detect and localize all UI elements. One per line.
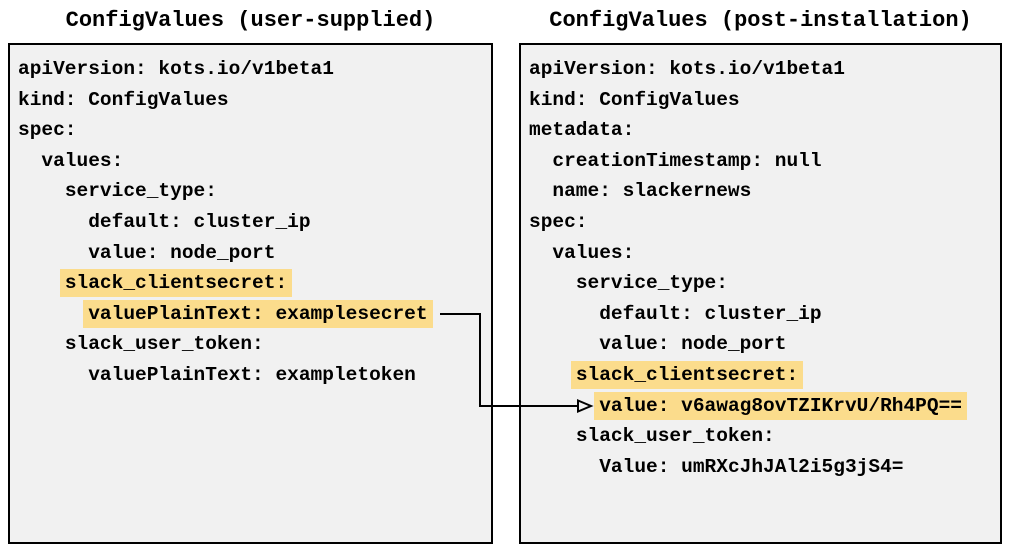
panel-post-installation: ConfigValues (post-installation) apiVers… — [519, 0, 1002, 559]
yaml-line: value: node_port — [599, 333, 787, 356]
yaml-line: spec: — [18, 119, 77, 142]
highlighted-yaml-text: slack_clientsecret: — [59, 269, 293, 298]
yaml-line: apiVersion: kots.io/v1beta1 — [529, 58, 845, 80]
yaml-line: service_type: — [64, 180, 217, 203]
yaml-line: value: v6awag8ovTZIKrvU/Rh4PQ== — [529, 391, 967, 420]
yaml-line: service_type: — [575, 272, 728, 295]
panel-title-post-installation: ConfigValues (post-installation) — [549, 8, 972, 33]
yaml-line: apiVersion: kots.io/v1beta1 — [18, 58, 334, 80]
yaml-line: creationTimestamp: null — [552, 149, 822, 172]
yaml-line: Value: umRXcJhJAl2i5g3jS4= — [599, 455, 904, 478]
yaml-line: slack_user_token: — [575, 425, 775, 448]
yaml-line: slack_clientsecret: — [529, 360, 804, 389]
yaml-line: spec: — [529, 210, 588, 233]
yaml-box-user-supplied: apiVersion: kots.io/v1beta1 kind: Config… — [8, 43, 493, 544]
yaml-line: valuePlainText: exampletoken — [88, 363, 416, 386]
yaml-line: kind: ConfigValues — [18, 88, 229, 111]
yaml-line: slack_user_token: — [64, 333, 264, 356]
highlighted-yaml-text: value: v6awag8ovTZIKrvU/Rh4PQ== — [594, 391, 967, 420]
yaml-line: default: cluster_ip — [88, 210, 311, 233]
panel-user-supplied: ConfigValues (user-supplied) apiVersion:… — [8, 0, 493, 559]
highlighted-yaml-text: slack_clientsecret: — [570, 360, 804, 389]
yaml-line: values: — [41, 149, 124, 172]
yaml-line: valuePlainText: examplesecret — [18, 299, 433, 328]
yaml-line: kind: ConfigValues — [529, 88, 740, 111]
yaml-box-post-installation: apiVersion: kots.io/v1beta1 kind: Config… — [519, 43, 1002, 544]
highlighted-yaml-text: valuePlainText: examplesecret — [83, 299, 433, 328]
yaml-line: metadata: — [529, 119, 635, 142]
yaml-line: values: — [552, 241, 635, 264]
panel-title-user-supplied: ConfigValues (user-supplied) — [65, 8, 436, 33]
yaml-line: default: cluster_ip — [599, 302, 822, 325]
yaml-line: value: node_port — [88, 241, 276, 264]
yaml-line: slack_clientsecret: — [18, 269, 293, 298]
yaml-line: name: slackernews — [552, 180, 752, 203]
